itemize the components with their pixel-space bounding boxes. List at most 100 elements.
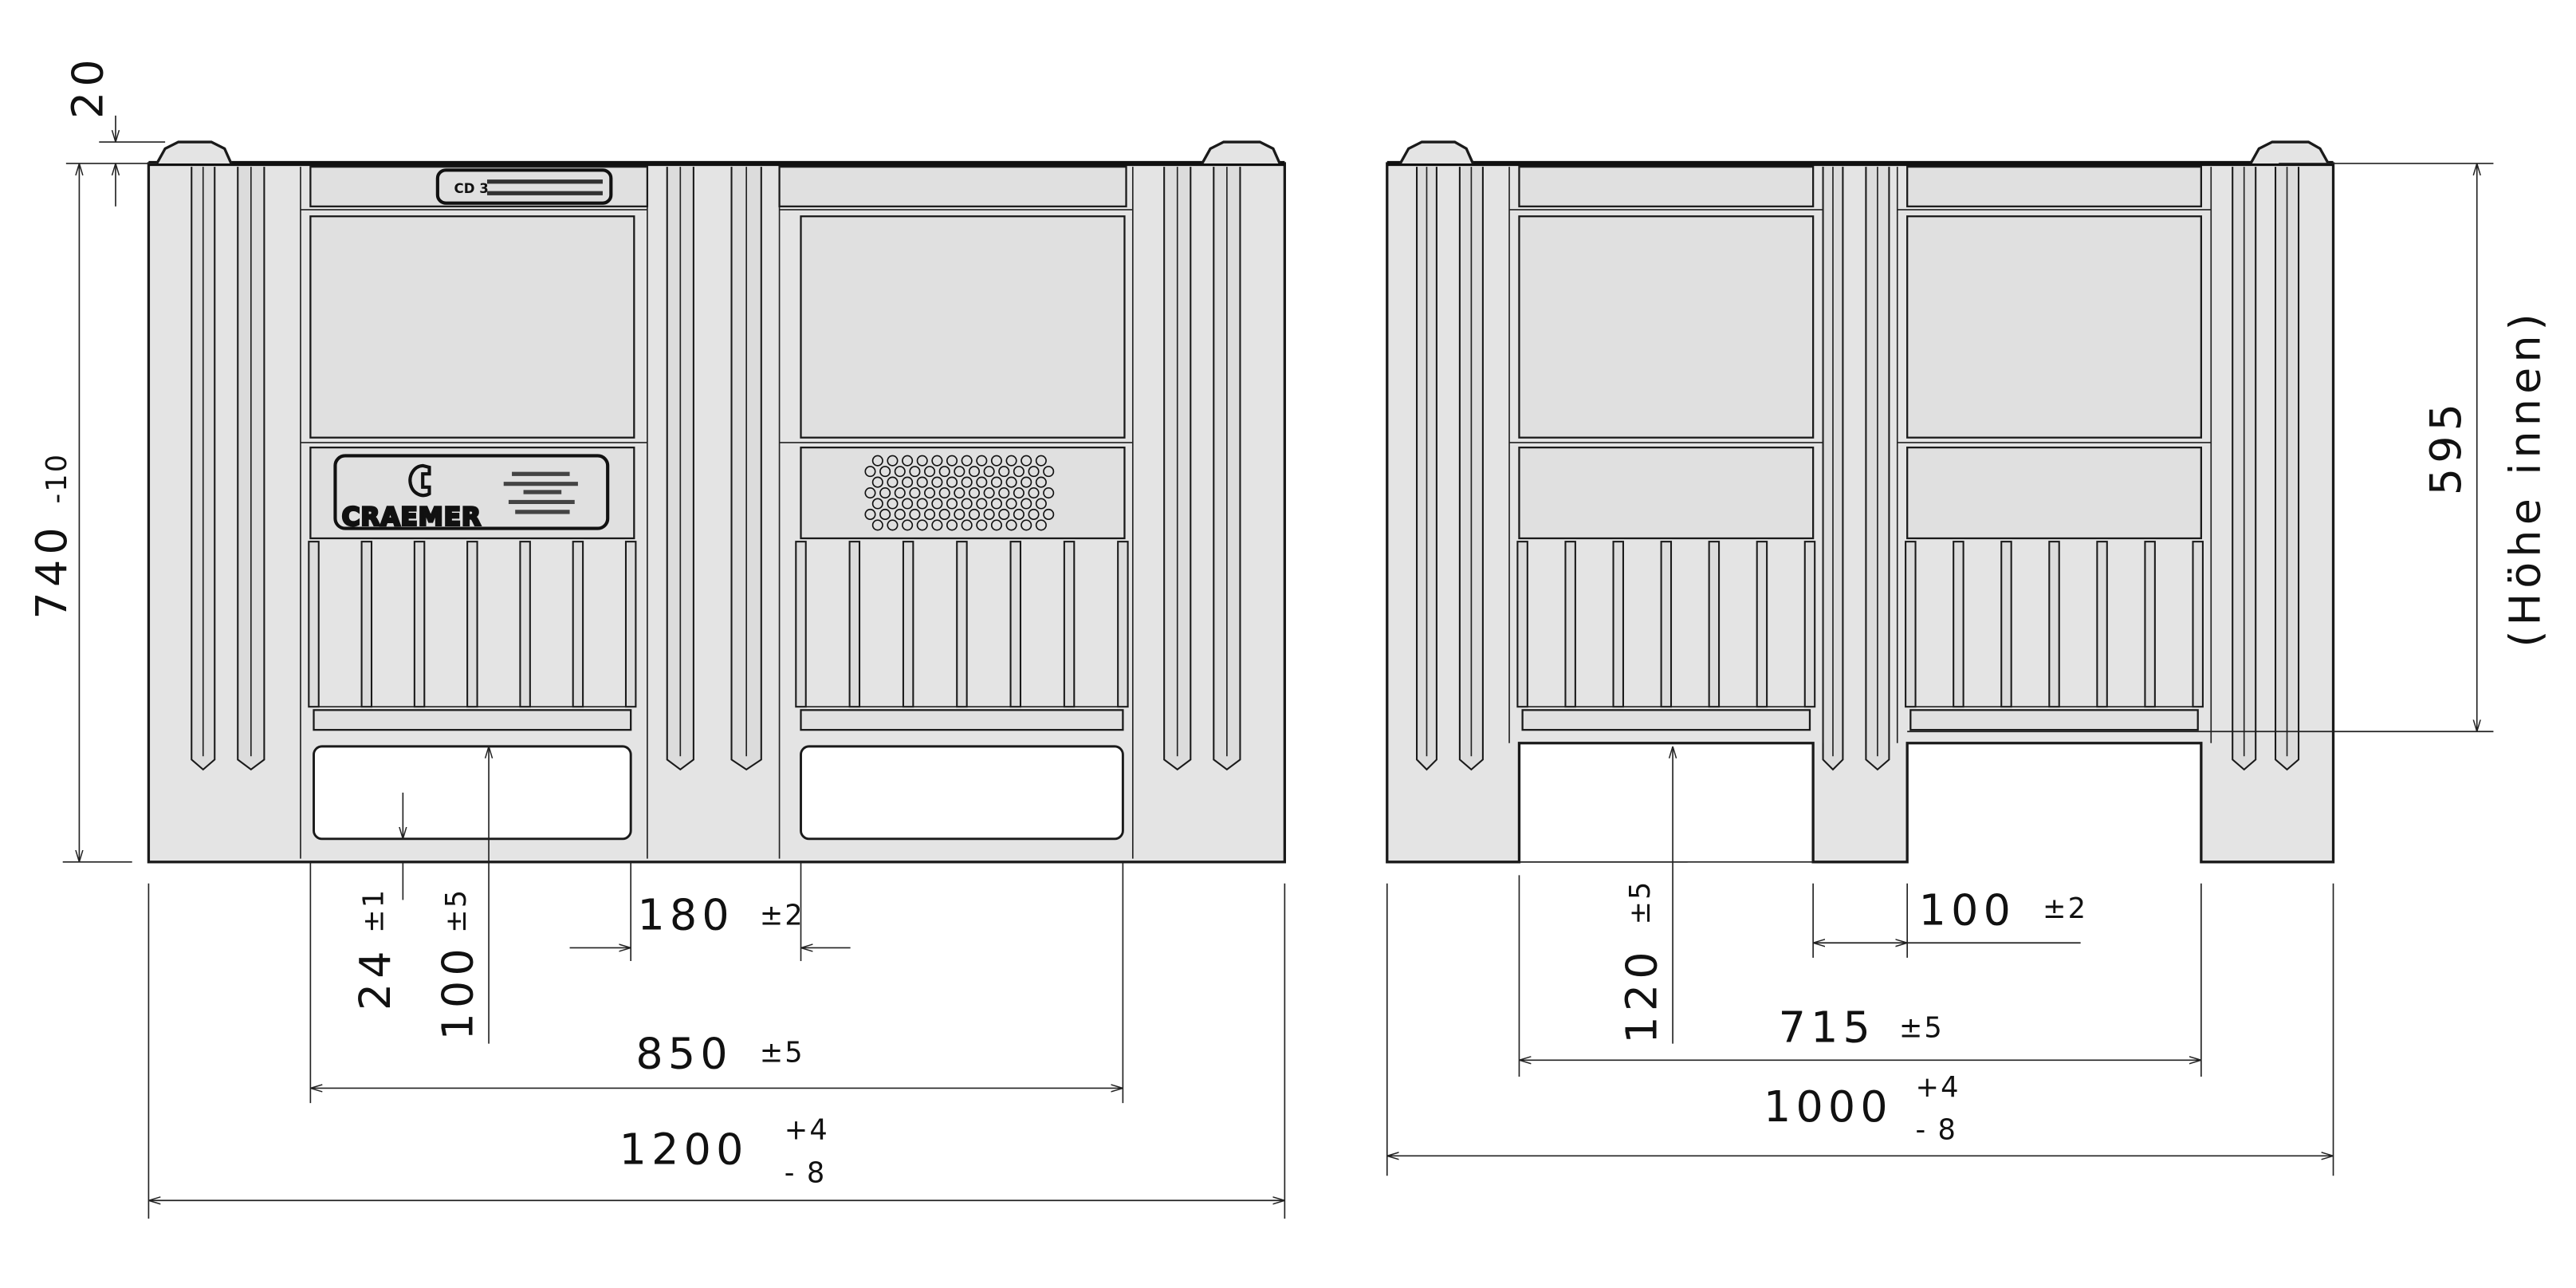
logo-plate-address <box>503 471 578 514</box>
vent-hole <box>871 519 883 531</box>
dim-fork-entry-tol: ±5 <box>440 888 473 933</box>
side-cap-left <box>1398 140 1474 164</box>
slat <box>413 541 426 708</box>
dim-width: 1000 <box>1764 1081 1893 1132</box>
dim-inner-height-note: (Höhe innen) <box>2499 309 2550 648</box>
front-lower-slats <box>308 541 1129 731</box>
vent-hole <box>983 466 995 478</box>
dim-side-fork-entry: 120 <box>1616 947 1666 1043</box>
vent-hole <box>924 466 936 478</box>
vent-hole <box>887 519 899 531</box>
label-plate-text: CD 3 <box>454 181 489 196</box>
vent-hole <box>976 476 988 488</box>
vent-hole <box>909 466 921 478</box>
dim-length-tol-plus: +4 <box>785 1114 829 1147</box>
vent-hole <box>916 455 928 467</box>
dim-width-tol-minus: - 8 <box>1916 1114 1957 1147</box>
slat <box>466 541 478 708</box>
slat <box>2000 541 2012 708</box>
vent-hole <box>1035 498 1047 510</box>
vent-hole <box>1035 519 1047 531</box>
vent-hole <box>1035 476 1047 488</box>
slat <box>1756 541 1768 708</box>
vent-hole-pattern <box>864 455 1055 531</box>
vent-hole <box>931 519 943 531</box>
vent-hole <box>902 519 914 531</box>
slat <box>1905 541 1917 708</box>
slat-rail <box>1909 709 2199 731</box>
vent-hole <box>968 508 981 521</box>
vent-hole <box>887 476 899 488</box>
slat <box>1953 541 1964 708</box>
vent-hole <box>1005 519 1017 531</box>
slat <box>572 541 584 708</box>
slat <box>1009 541 1022 708</box>
front-left-panel: CD 3 CRAEMER <box>300 165 649 841</box>
slat <box>2144 541 2156 708</box>
slat <box>848 541 861 708</box>
vent-hole <box>1013 466 1025 478</box>
dim-fork-entry: 100 <box>432 943 482 1040</box>
vent-hole <box>909 508 921 521</box>
dim-length: 1200 <box>619 1125 749 1175</box>
vent-hole <box>864 466 876 478</box>
dim-side-inner-width-tol: ±5 <box>1899 1011 1944 1044</box>
vent-hole <box>938 508 950 521</box>
vent-hole <box>954 487 966 499</box>
vent-hole <box>976 519 988 531</box>
vent-hole <box>871 498 883 510</box>
craemer-logo-text: CRAEMER <box>342 502 482 531</box>
vent-hole <box>879 508 891 521</box>
vent-hole <box>990 455 1002 467</box>
vent-hole <box>909 487 921 499</box>
front-vertical-ribs <box>191 167 1241 859</box>
vent-hole <box>976 498 988 510</box>
dim-center-block: 180 <box>637 890 733 940</box>
side-vertical-ribs <box>1416 167 2300 771</box>
vent-hole <box>1028 466 1040 478</box>
corner-cap-right <box>1201 140 1281 164</box>
slat <box>308 541 320 708</box>
vent-hole <box>1013 508 1025 521</box>
side-view <box>1386 140 2335 864</box>
vent-hole <box>1043 508 1055 521</box>
vent-hole <box>968 466 981 478</box>
vent-hole <box>961 519 973 531</box>
vent-hole <box>887 498 899 510</box>
vent-hole <box>902 455 914 467</box>
vent-hole <box>924 508 936 521</box>
vent-hole <box>983 508 995 521</box>
vent-hole <box>968 487 981 499</box>
front-right-panel <box>778 165 1133 841</box>
vent-hole <box>946 519 958 531</box>
corner-cap-left <box>155 140 233 164</box>
slat <box>902 541 914 708</box>
slat <box>1564 541 1576 708</box>
vent-hole <box>1028 487 1040 499</box>
vent-hole <box>998 466 1010 478</box>
vent-hole <box>961 455 973 467</box>
vent-hole <box>990 498 1002 510</box>
vent-hole <box>916 498 928 510</box>
slat <box>795 541 807 708</box>
vent-hole <box>954 508 966 521</box>
front-dimensions: 20 740 -10 24 ±1 100 ±5 180 ±2 850 ±5 12… <box>26 54 1286 1219</box>
side-panels <box>1509 165 2212 863</box>
vent-hole <box>1043 466 1055 478</box>
slat-rail <box>1521 709 1811 731</box>
vent-hole <box>961 498 973 510</box>
slat <box>1612 541 1624 708</box>
dim-fork-low-tol: ±1 <box>358 888 391 933</box>
dim-top-rim: 20 <box>62 54 112 119</box>
dim-inner-width-tol: ±5 <box>760 1036 804 1069</box>
dim-height: 740 <box>26 522 77 619</box>
side-cap-right <box>2249 140 2330 164</box>
slat-rail <box>313 709 632 731</box>
fork-opening-left <box>313 745 632 841</box>
side-dimensions: 595 (Höhe innen) 120 ±5 100 ±2 715 ±5 10… <box>1386 163 2550 1176</box>
slat <box>624 541 637 708</box>
slat <box>1803 541 1816 708</box>
vent-hole <box>916 519 928 531</box>
dim-height-tol: -10 <box>41 453 73 504</box>
